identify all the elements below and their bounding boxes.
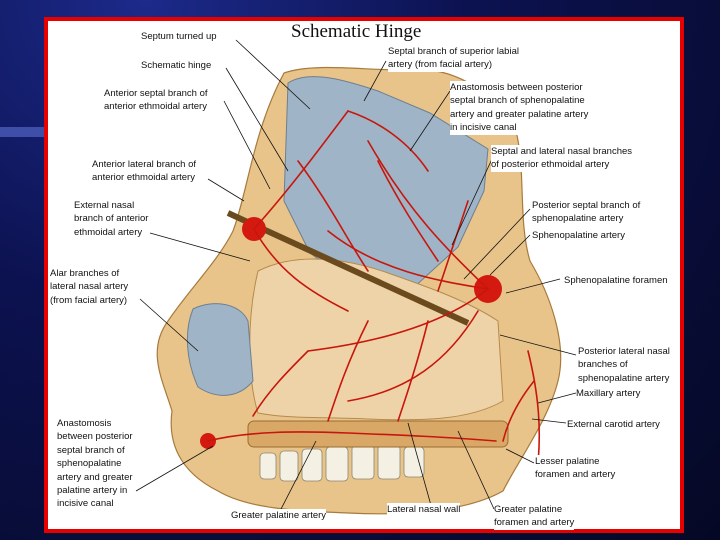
label-septal-lateral-nasal: Septal and lateral nasal branches of pos… <box>491 145 633 172</box>
diagram-stage: Schematic Hinge Septum turned up Schemat… <box>48 21 680 530</box>
label-greater-palatine-foramen: Greater palatine foramen and artery <box>494 503 575 530</box>
label-maxillary-artery: Maxillary artery <box>576 387 641 401</box>
label-posterior-septal-branch: Posterior septal branch of sphenopalatin… <box>532 199 641 226</box>
label-lesser-palatine-foramen: Lesser palatine foramen and artery <box>535 455 616 482</box>
label-posterior-lateral-nasal: Posterior lateral nasal branches of sphe… <box>578 345 670 386</box>
leader-lines <box>135 39 577 512</box>
label-alar-branches: Alar branches of lateral nasal artery (f… <box>50 267 129 308</box>
nasal-vestibule <box>186 303 254 396</box>
label-anterior-lateral-branch: Anterior lateral branch of anterior ethm… <box>92 158 197 185</box>
background-accent-bar <box>0 127 48 137</box>
diagram-title: Schematic Hinge <box>291 21 422 42</box>
label-septum-turned-up: Septum turned up <box>141 30 217 44</box>
label-anterior-septal-branch: Anterior septal branch of anterior ethmo… <box>104 87 208 114</box>
label-schematic-hinge: Schematic hinge <box>141 59 212 73</box>
artery-network <box>207 110 541 482</box>
label-lateral-nasal-wall: Lateral nasal wall <box>387 503 461 517</box>
label-sphenopalatine-foramen: Sphenopalatine foramen <box>564 274 668 288</box>
label-sphenopalatine-artery: Sphenopalatine artery <box>532 229 625 243</box>
upper-teeth <box>259 444 425 482</box>
label-external-nasal-branch: External nasal branch of anterior ethmoi… <box>74 199 149 240</box>
label-anastomosis-right: Anastomosis between posterior septal bra… <box>450 81 589 135</box>
label-septal-branch-superior-labial: Septal branch of superior labial artery … <box>388 45 519 72</box>
label-anastomosis-left: Anastomosis between posterior septal bra… <box>57 417 133 511</box>
label-external-carotid-artery: External carotid artery <box>567 418 660 432</box>
anatomy-illustration <box>135 39 577 515</box>
label-greater-palatine-artery: Greater palatine artery <box>231 509 327 523</box>
hinge-rod <box>226 210 470 326</box>
